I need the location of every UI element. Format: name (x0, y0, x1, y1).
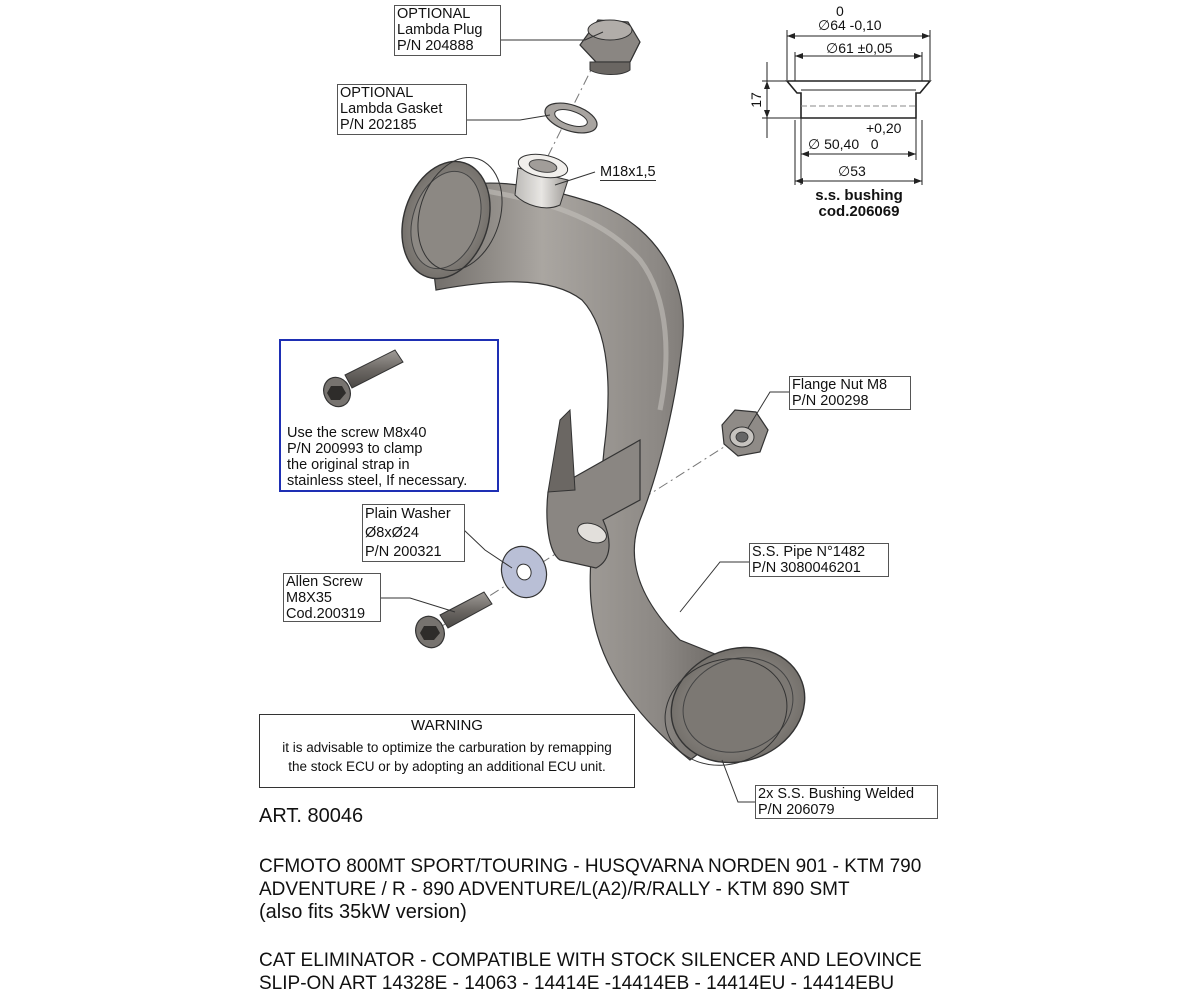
compatibility-line: CFMOTO 800MT SPORT/TOURING - HUSQVARNA N… (259, 856, 922, 877)
thread-label: M18x1,5 (600, 164, 656, 181)
callout-line: Lambda Plug (397, 22, 483, 38)
plain-washer (500, 545, 548, 599)
callout-line: P/N 204888 (397, 38, 474, 54)
callout-line: P/N 202185 (340, 117, 417, 133)
bushing-caption: s.s. bushing cod.206069 (814, 188, 904, 220)
article-number: ART. 80046 (259, 805, 364, 827)
pipe-callout: S.S. Pipe N°1482 P/N 3080046201 (749, 543, 889, 577)
callout-line: OPTIONAL (397, 6, 471, 22)
lambda-gasket-callout: OPTIONAL Lambda Gasket P/N 202185 (337, 84, 467, 135)
lambda-gasket (544, 102, 598, 134)
callout-line: P/N 3080046201 (752, 560, 861, 576)
clamp-screw-note: Use the screw M8x40 P/N 200993 to clamp … (279, 339, 499, 492)
flange-nut (721, 409, 769, 457)
note-text: Use the screw M8x40 P/N 200993 to clamp … (287, 425, 467, 489)
warning-box: WARNING it is advisable to optimize the … (259, 714, 635, 788)
callout-line: 2x S.S. Bushing Welded (758, 786, 915, 802)
flange-nut-callout: Flange Nut M8 P/N 200298 (789, 376, 911, 410)
compatibility-line: (also fits 35kW version) (259, 901, 467, 923)
callout-line: Cod.200319 (286, 606, 366, 622)
callout-line: Flange Nut M8 (792, 377, 888, 393)
callout-line: Plain Washer (365, 506, 451, 522)
bushing-drawing (762, 30, 932, 185)
warning-text: the stock ECU or by adopting an addition… (288, 759, 606, 774)
dim-d50: ∅ 50,40 0 (808, 136, 879, 152)
callout-line: Allen Screw (286, 574, 363, 590)
description-line: SLIP-ON ART 14328E - 14063 - 14414E -144… (259, 973, 895, 994)
warning-text: it is advisable to optimize the carburat… (282, 740, 612, 755)
clamp-screw (323, 349, 404, 408)
callout-line: S.S. Pipe N°1482 (752, 544, 866, 560)
bracket-hole (577, 522, 607, 544)
dim-d64: ∅64 -0,10 (818, 17, 882, 33)
description-line: CAT ELIMINATOR - COMPATIBLE WITH STOCK S… (259, 950, 922, 971)
callout-line: OPTIONAL (340, 85, 414, 101)
ss-pipe (401, 153, 806, 766)
dim-d61: ∅61 ±0,05 (826, 40, 893, 56)
callout-line: M8X35 (286, 590, 332, 606)
note-line: stainless steel, If necessary. (287, 473, 468, 489)
lambda-plug (579, 19, 641, 75)
callout-line: P/N 200321 (365, 544, 442, 560)
bushing-code: cod.206069 (818, 203, 900, 220)
callout-line: Ø8xØ24 (365, 525, 419, 541)
allen-screw-callout: Allen Screw M8X35 Cod.200319 (283, 573, 381, 622)
note-line: Use the screw M8x40 (287, 425, 427, 441)
plain-washer-callout: Plain Washer Ø8xØ24 P/N 200321 (362, 504, 465, 562)
warning-title: WARNING (411, 717, 483, 734)
leader-lines (380, 31, 791, 803)
note-line: P/N 200993 to clamp (287, 441, 423, 457)
allen-screw (415, 591, 493, 649)
bushing-caption-line: s.s. bushing (815, 187, 903, 204)
dim-tolerance-top: 0 (836, 3, 844, 19)
lambda-plug-callout: OPTIONAL Lambda Plug P/N 204888 (394, 5, 501, 56)
bushing-welded-callout: 2x S.S. Bushing Welded P/N 206079 (755, 785, 938, 819)
dim-tolerance-plus: +0,20 (866, 120, 902, 136)
dim-height: 17 (747, 92, 764, 108)
dimension-arrows (764, 33, 930, 184)
mounting-bracket (546, 438, 641, 569)
dim-d53: ∅53 (838, 163, 866, 179)
compatibility-line: ADVENTURE / R - 890 ADVENTURE/L(A2)/R/RA… (259, 879, 850, 900)
callout-line: P/N 206079 (758, 802, 835, 818)
callout-line: Lambda Gasket (340, 101, 443, 117)
callout-line: P/N 200298 (792, 393, 869, 409)
note-line: the original strap in (287, 457, 410, 473)
